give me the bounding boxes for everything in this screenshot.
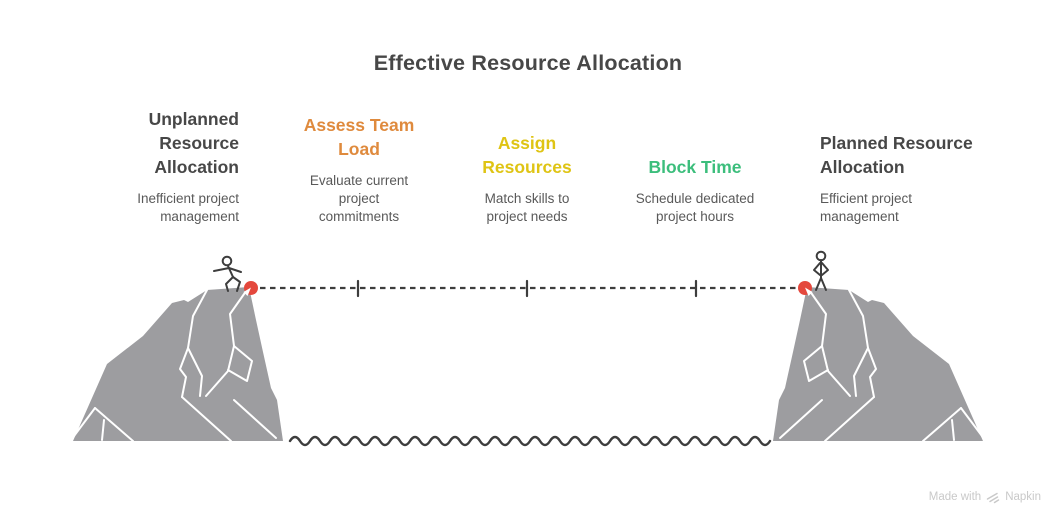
step-description: Schedule dedicated project hours bbox=[635, 191, 755, 224]
footer-credit: Made with Napkin bbox=[929, 490, 1041, 504]
left-cliff bbox=[70, 286, 284, 442]
step-column-assess-team-load: Assess Team Load Evaluate current projec… bbox=[284, 113, 434, 226]
step-column-assign-resources: Assign Resources Match skills to project… bbox=[452, 131, 602, 226]
napkin-logo-icon bbox=[986, 492, 1000, 504]
step-heading: Block Time bbox=[648, 157, 742, 177]
step-description: Inefficient project management bbox=[137, 191, 239, 224]
step-heading: Assess Team Load bbox=[303, 115, 415, 159]
step-column-unplanned: Unplanned Resource Allocation Inefficien… bbox=[39, 107, 239, 226]
red-anchor-dot-right-icon bbox=[798, 281, 813, 296]
step-heading: Unplanned Resource Allocation bbox=[148, 109, 239, 177]
step-column-block-time: Block Time Schedule dedicated project ho… bbox=[600, 155, 790, 226]
step-heading: Assign Resources bbox=[482, 133, 572, 177]
red-anchor-dot-left-icon bbox=[243, 281, 258, 296]
step-description: Efficient project management bbox=[820, 191, 913, 224]
stick-figure-standing-icon bbox=[813, 250, 829, 291]
made-with-label: Made with bbox=[928, 491, 982, 503]
step-column-planned: Planned Resource Allocation Efficient pr… bbox=[820, 131, 1020, 226]
step-description: Match skills to project needs bbox=[484, 191, 570, 224]
water-wave-icon bbox=[288, 435, 772, 447]
right-cliff bbox=[772, 286, 986, 442]
stick-figure-walking-icon bbox=[213, 255, 242, 292]
napkin-brand-label: Napkin bbox=[1005, 491, 1041, 503]
step-description: Evaluate current project commitments bbox=[309, 173, 409, 224]
page-title: Effective Resource Allocation bbox=[373, 51, 683, 75]
step-heading: Planned Resource Allocation bbox=[820, 133, 973, 177]
